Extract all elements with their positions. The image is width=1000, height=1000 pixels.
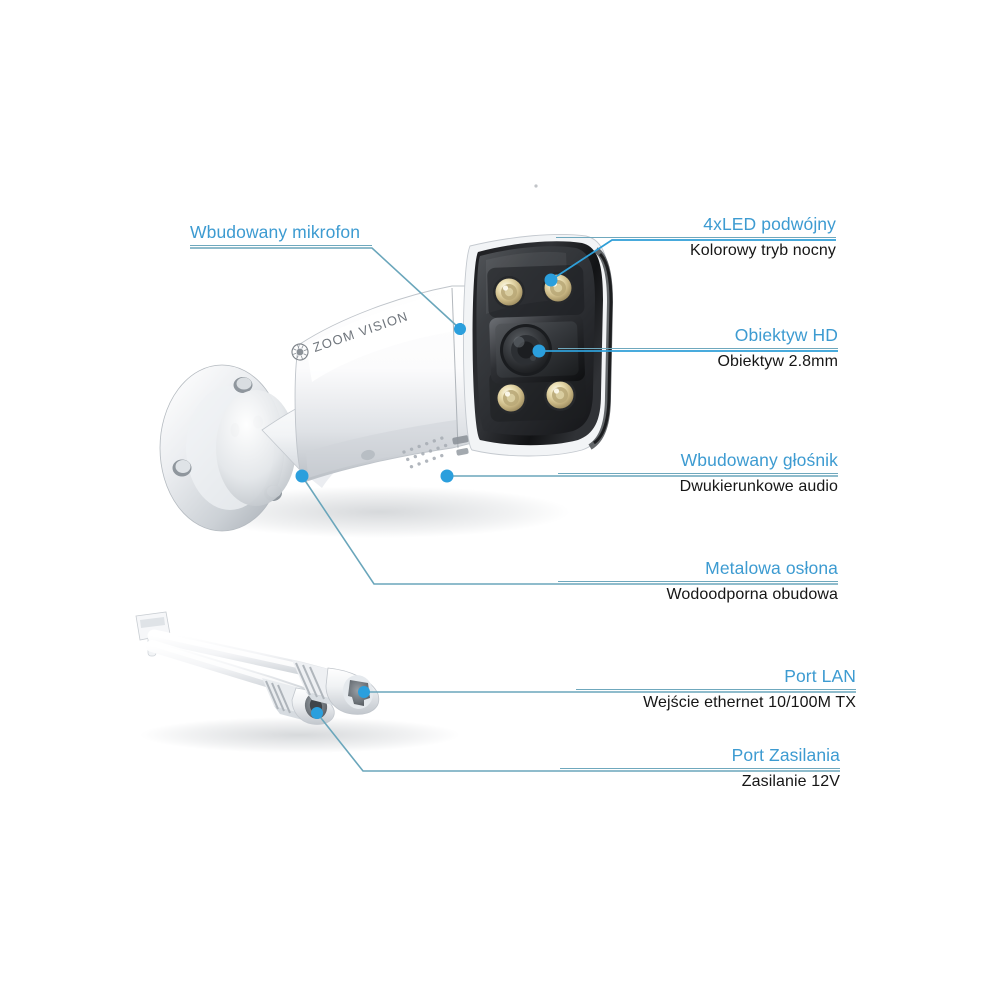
leader-dot-lens: [532, 344, 546, 358]
leader-dot-shield: [295, 469, 309, 483]
rj45-port: [348, 680, 370, 706]
callout-lens-subtitle: Obiektyw 2.8mm: [717, 353, 838, 370]
leader-dot-lan: [358, 686, 370, 698]
microphone-hole: [458, 323, 464, 335]
cable-clip: [135, 611, 171, 657]
callout-shield-rule: [558, 581, 838, 582]
callout-lan: Port LAN Wejście ethernet 10/100M TX: [576, 666, 856, 713]
leader-dot-speaker: [440, 469, 454, 483]
callout-lan-rule: [576, 689, 856, 690]
camera-body: ZOOM VISION: [291, 285, 477, 483]
svg-text:ZOOM VISION: ZOOM VISION: [311, 308, 410, 355]
mount-arm: [261, 381, 379, 488]
led-top-left: [493, 276, 525, 308]
callout-shield-subtitle: Wodoodporna obudowa: [666, 586, 838, 603]
callout-power-title: Port Zasilania: [731, 745, 840, 765]
leader-dot-power: [311, 707, 323, 719]
callout-power: Port Zasilania Zasilanie 12V: [560, 745, 840, 792]
callout-microphone-rule: [190, 245, 372, 246]
lan-connector: [292, 660, 380, 715]
power-cable: [146, 640, 306, 698]
callout-led-subtitle: Kolorowy tryb nocny: [690, 242, 836, 259]
lan-cable: [147, 629, 337, 683]
led-top-right: [542, 272, 574, 304]
leader-dot-led: [544, 273, 558, 287]
leader-dot-microphone: [454, 323, 466, 335]
callout-power-subtitle: Zasilanie 12V: [741, 773, 840, 790]
speaker-grille: [361, 435, 469, 469]
callout-led: 4xLED podwójny Kolorowy tryb nocny: [556, 214, 836, 261]
callout-lens-title: Obiektyw HD: [734, 325, 838, 345]
callout-microphone: Wbudowany mikrofon: [190, 222, 372, 246]
callout-lan-subtitle: Wejście ethernet 10/100M TX: [643, 694, 856, 711]
callout-lens: Obiektyw HD Obiektyw 2.8mm: [558, 325, 838, 372]
cable-assembly: [135, 611, 380, 725]
callout-shield-title: Metalowa osłona: [705, 558, 838, 578]
led-bottom-left: [495, 382, 527, 414]
callout-microphone-title: Wbudowany mikrofon: [190, 222, 361, 242]
mount-base: [159, 364, 296, 532]
power-port-hole: [304, 693, 328, 719]
callout-speaker: Wbudowany głośnik Dwukierunkowe audio: [558, 450, 838, 497]
led-bottom-right: [544, 379, 576, 411]
callout-shield: Metalowa osłona Wodoodporna obudowa: [558, 558, 838, 605]
power-connector: [262, 678, 335, 725]
callout-power-rule: [560, 768, 840, 769]
callout-lens-rule: [558, 348, 838, 349]
callout-speaker-subtitle: Dwukierunkowe audio: [679, 478, 838, 495]
callout-speaker-rule: [558, 473, 838, 474]
brand-logo: ZOOM VISION: [291, 308, 410, 361]
callout-lan-title: Port LAN: [784, 666, 856, 686]
callout-speaker-title: Wbudowany głośnik: [680, 450, 838, 470]
callout-led-rule: [556, 237, 836, 238]
callout-led-title: 4xLED podwójny: [703, 214, 836, 234]
